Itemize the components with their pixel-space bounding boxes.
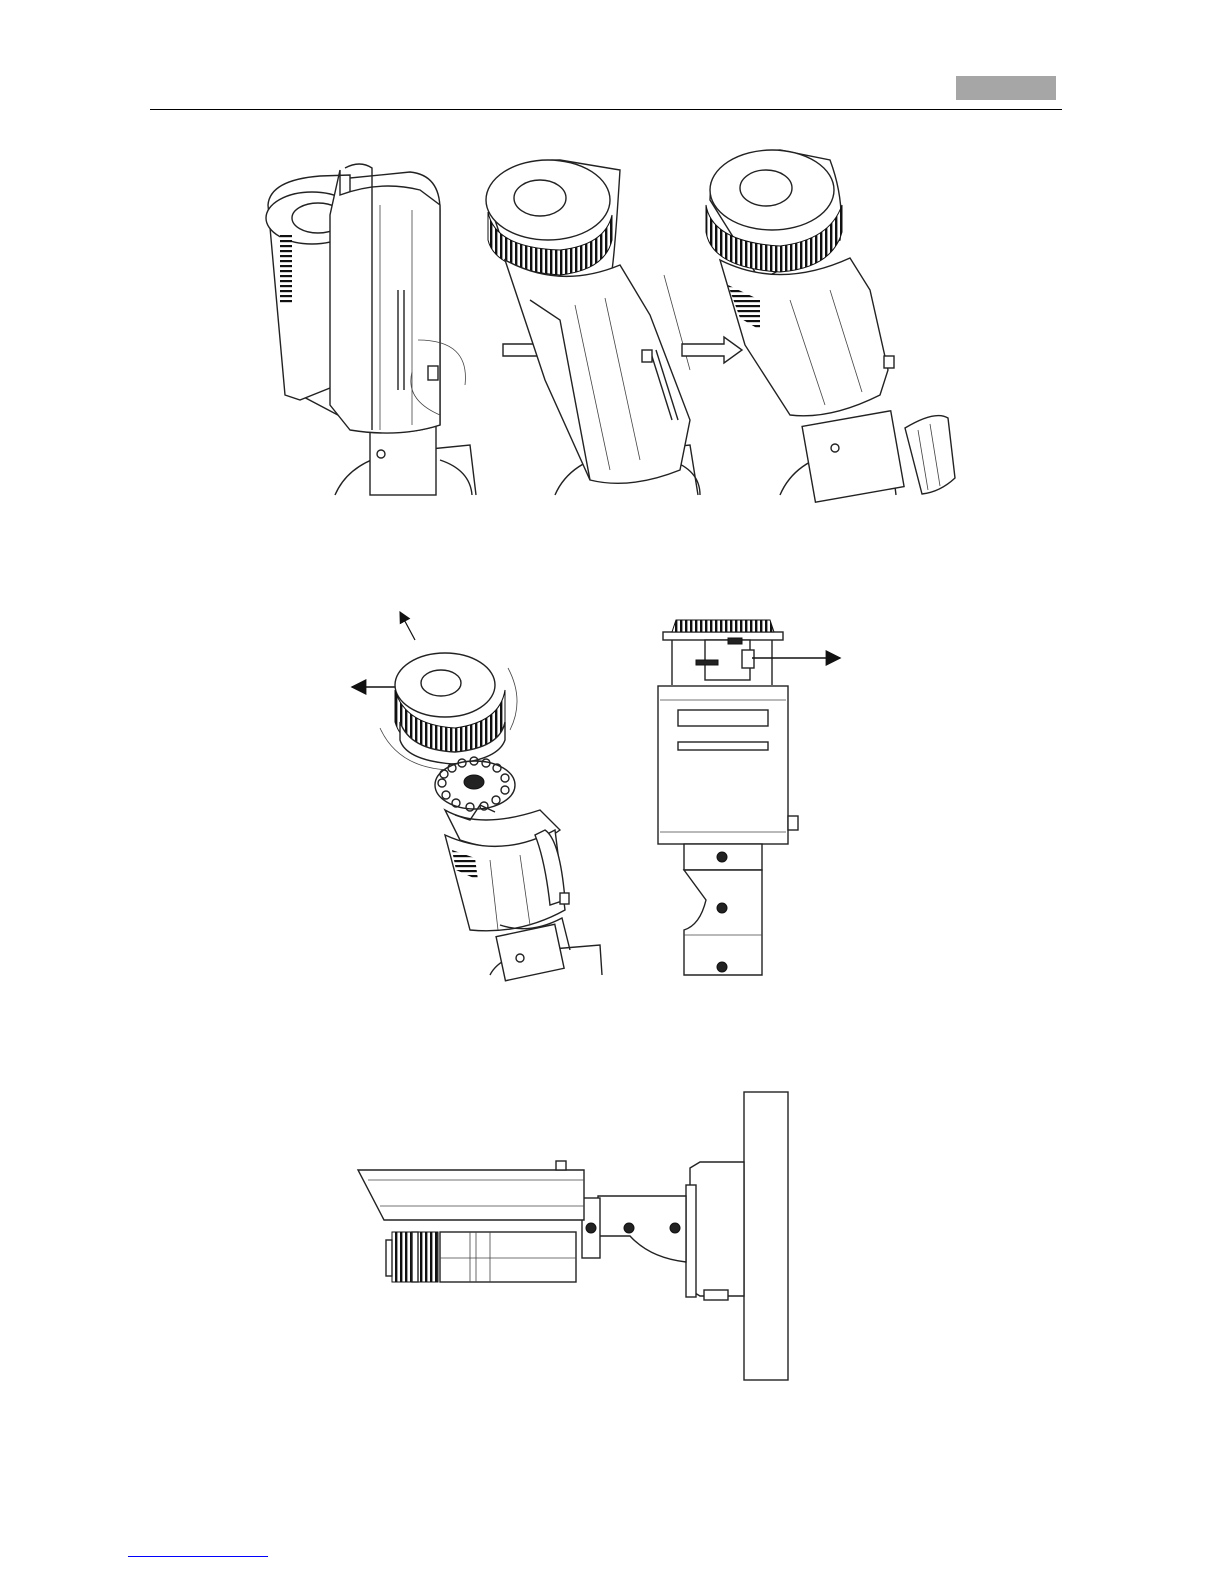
wall-panel — [744, 1092, 788, 1380]
figure-lens-cover-and-ir-board — [352, 612, 840, 981]
wall-bracket — [582, 1162, 744, 1300]
step-2-sunshield-sliding — [486, 160, 700, 495]
figure-wall-mounted-side-view — [358, 1092, 788, 1380]
arrow-step-2-to-3 — [682, 337, 742, 363]
step-3-sunshield-removed — [706, 150, 955, 502]
camera-with-ir-led-board — [435, 757, 602, 981]
front-cover-unscrewed — [352, 612, 517, 770]
footer-link-rule — [128, 1556, 268, 1557]
step-1-camera-with-sunshield — [266, 164, 476, 495]
ir-led-ring — [435, 757, 515, 811]
camera-body-side — [358, 1161, 584, 1282]
figure-sunshield-removal-sequence — [266, 150, 955, 502]
camera-front-view-ir-board — [658, 620, 840, 975]
